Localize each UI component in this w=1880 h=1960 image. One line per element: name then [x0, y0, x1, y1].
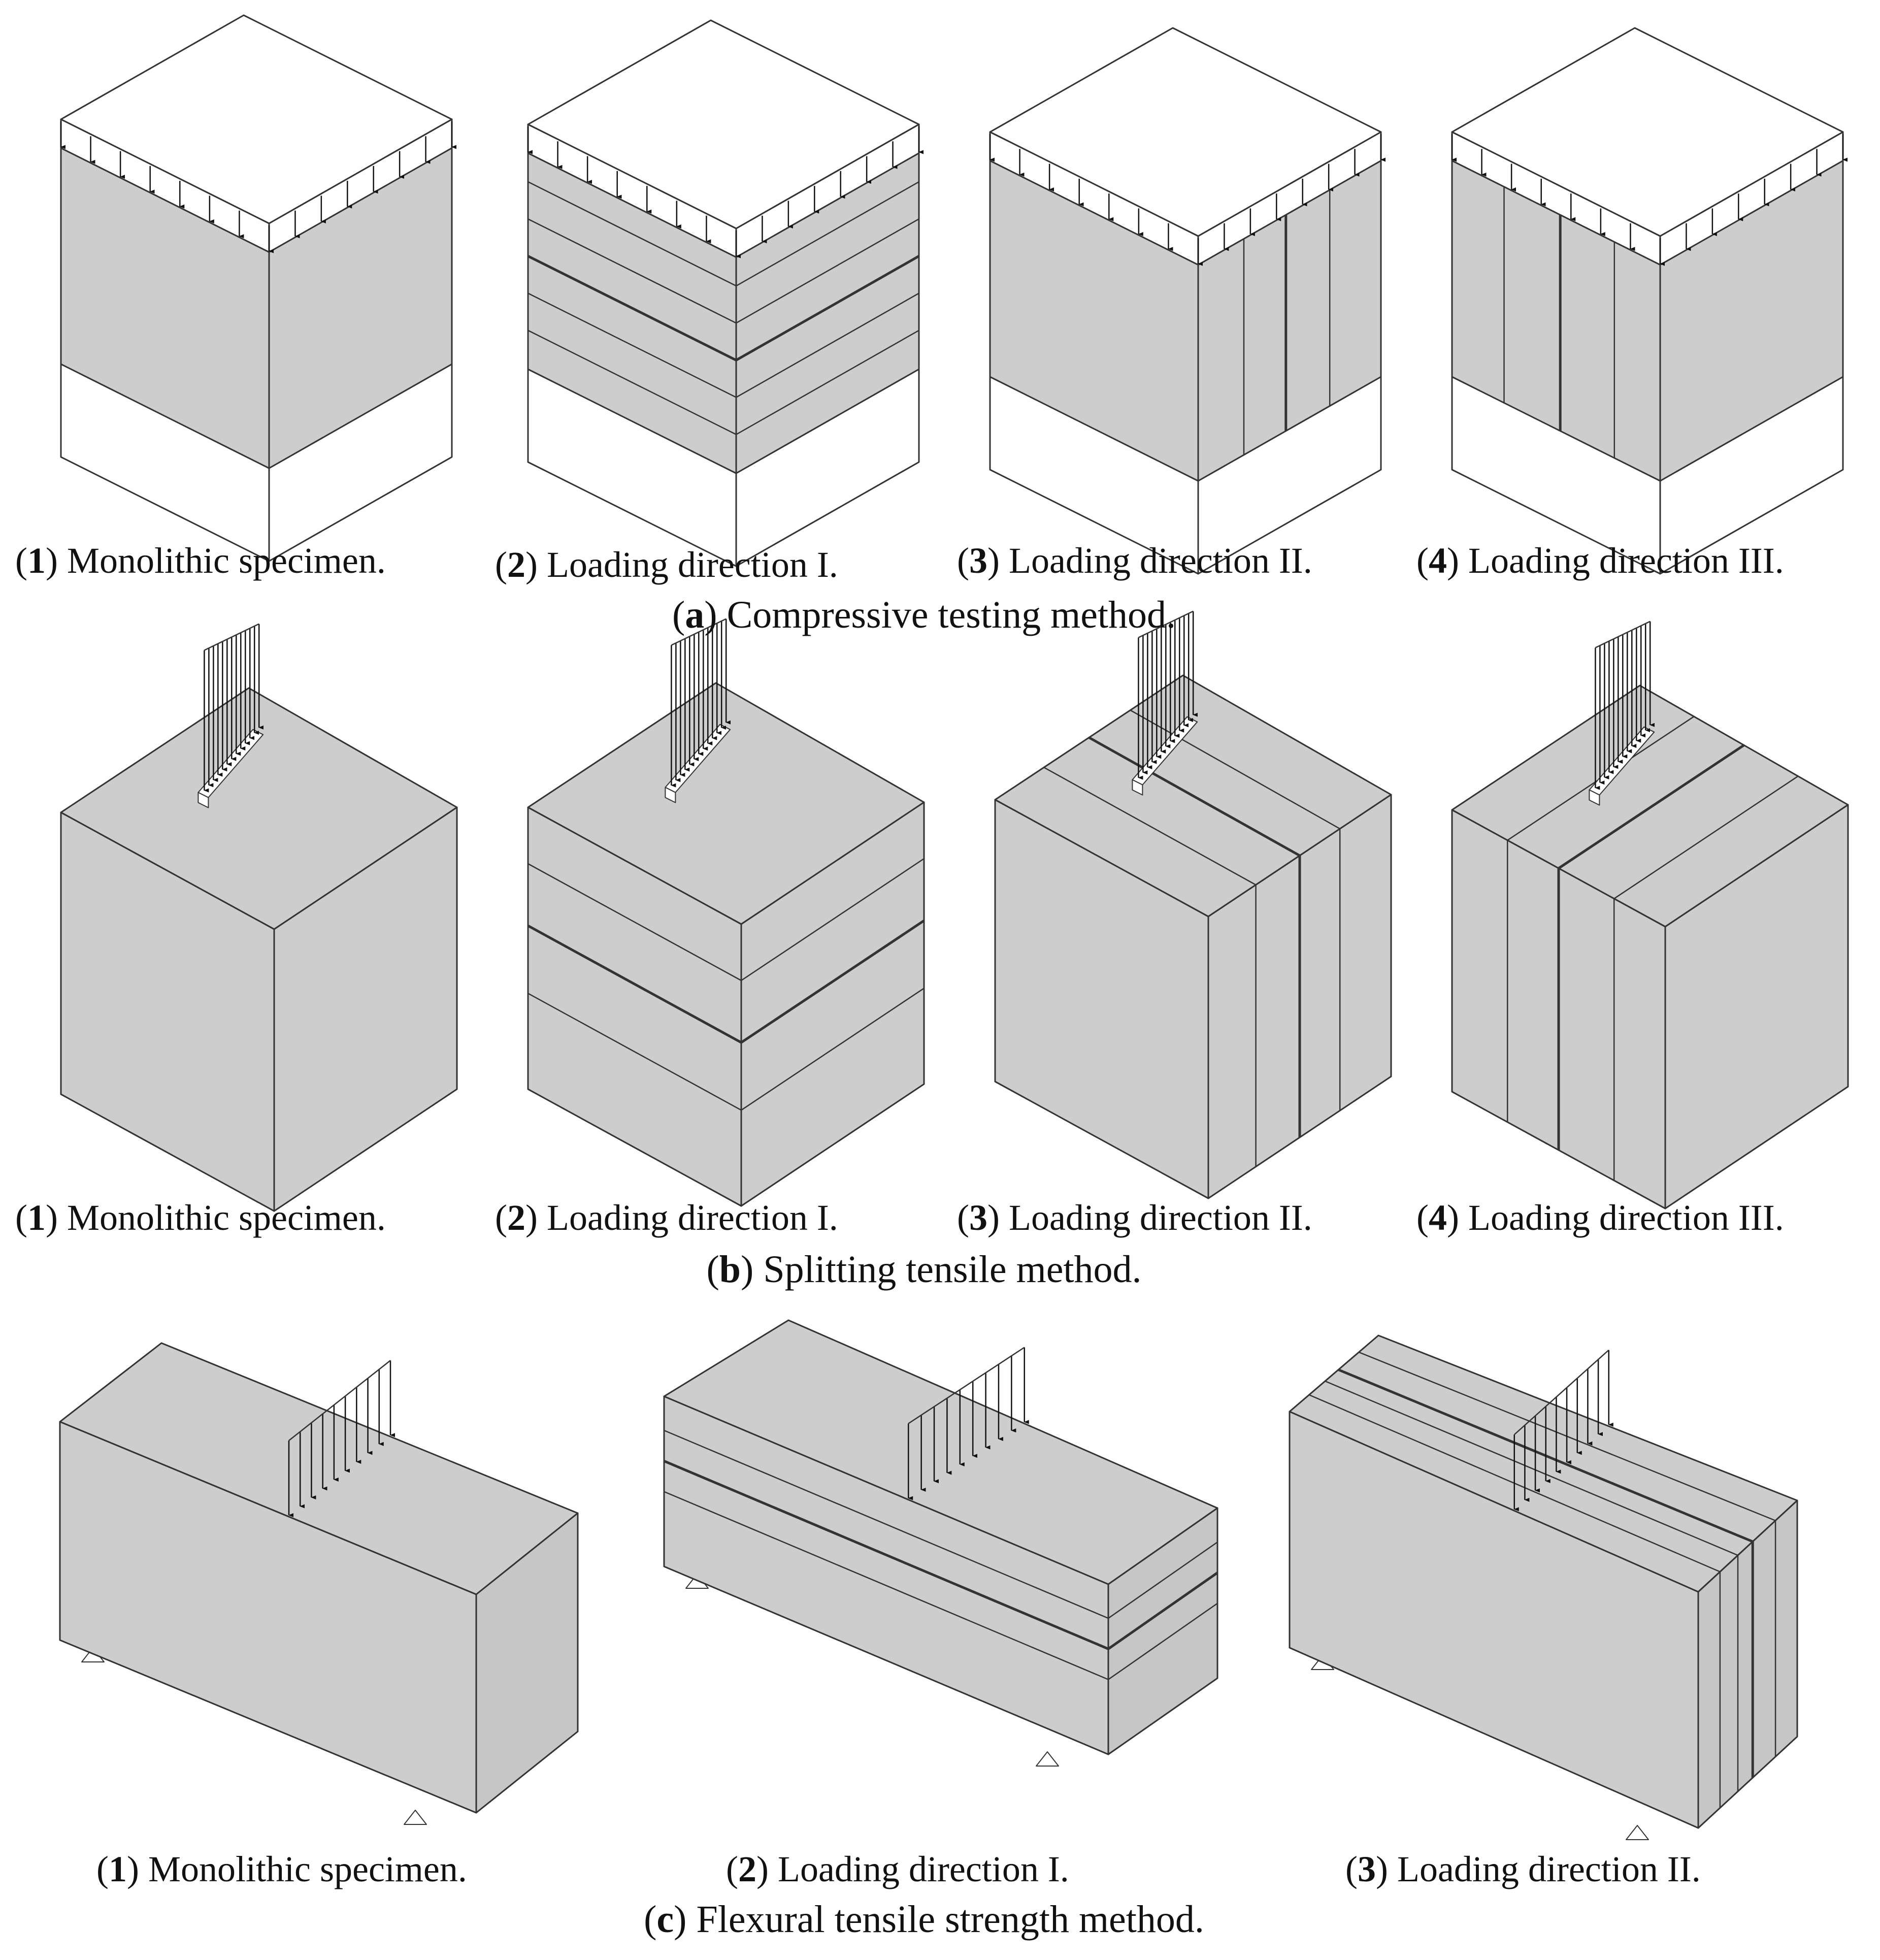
layer-line	[527, 181, 737, 287]
layer-line	[1325, 1380, 1738, 1556]
specimen-b-1	[60, 623, 458, 1212]
beam-end-face	[475, 1512, 579, 1814]
specimen-c-3	[1289, 1334, 1798, 1840]
specimen-a-1	[60, 14, 456, 562]
section-title-c: (c) Flexural tensile strength method.	[644, 1898, 1204, 1941]
layer-line	[741, 858, 925, 982]
beam-end-face	[1697, 1499, 1798, 1829]
caption-a-3: (3) Loading direction II.	[957, 540, 1312, 581]
specimen-a-2	[527, 19, 923, 567]
caption-b-1: (1) Monolithic specimen.	[15, 1197, 386, 1238]
layer-line	[664, 1459, 1109, 1650]
caption-a-2: (2) Loading direction I.	[495, 544, 838, 585]
layer-line	[527, 863, 742, 982]
section-title-b: (b) Splitting tensile method.	[706, 1248, 1141, 1291]
specimen-c-2	[663, 1319, 1218, 1767]
layer-line	[664, 1491, 1109, 1680]
layer-line	[527, 292, 737, 398]
beam-support	[404, 1810, 427, 1825]
specimen-c-1	[59, 1342, 579, 1825]
specimen-b-2	[527, 618, 925, 1207]
loading-strip-end	[1132, 779, 1143, 796]
load-line	[1513, 1349, 1609, 1435]
caption-c-1: (1) Monolithic specimen.	[96, 1849, 467, 1889]
caption-c-3: (3) Loading direction II.	[1345, 1849, 1701, 1889]
load-line	[671, 618, 727, 646]
caption-b-3: (3) Loading direction II.	[957, 1197, 1312, 1238]
layer-line	[736, 330, 919, 435]
right-face	[1664, 804, 1849, 1210]
specimen-b-3	[994, 610, 1392, 1199]
layer-line	[736, 181, 919, 287]
specimen-a-3	[989, 27, 1386, 575]
right-face	[273, 806, 458, 1212]
caption-c-2: (2) Loading direction I.	[726, 1849, 1069, 1889]
beam-end-face	[1107, 1507, 1218, 1755]
loading-strip-end	[1589, 789, 1600, 806]
layer-line	[527, 255, 737, 362]
loading-strip-end	[665, 787, 676, 803]
caption-a-4: (4) Loading direction III.	[1416, 540, 1784, 581]
specimen-a-4	[1451, 27, 1848, 575]
layer-line	[1043, 767, 1257, 886]
right-face	[740, 801, 925, 1207]
load-line	[1138, 610, 1194, 638]
caption-b-2: (2) Loading direction I.	[495, 1197, 838, 1238]
layer-line	[1558, 744, 1745, 870]
load-line	[1595, 620, 1651, 648]
load-line	[908, 1347, 1025, 1424]
caption-a-1: (1) Monolithic specimen.	[15, 540, 386, 581]
section-title-a: (a) Compressive testing method.	[672, 594, 1176, 636]
beam-support	[1036, 1751, 1059, 1767]
layer-line	[740, 920, 925, 1044]
layer-line	[1107, 1572, 1218, 1650]
layer-line	[527, 218, 737, 324]
beam-support	[1626, 1825, 1649, 1840]
layer-line	[1108, 1603, 1218, 1680]
loading-strip-end	[197, 792, 209, 808]
layer-line	[736, 292, 919, 398]
layer-line	[735, 255, 920, 362]
specimen-b-4	[1451, 620, 1849, 1210]
layer-line	[1088, 736, 1301, 857]
layer-line	[527, 330, 737, 435]
layer-line	[741, 988, 925, 1111]
load-line	[204, 623, 259, 651]
caption-b-4: (4) Loading direction III.	[1416, 1197, 1784, 1238]
layer-line	[664, 1429, 1109, 1619]
layer-line	[736, 218, 919, 324]
layer-line	[1613, 775, 1799, 899]
layer-line	[527, 924, 742, 1044]
layer-line	[1108, 1541, 1218, 1619]
load-line	[288, 1360, 391, 1441]
diagram-drawings	[59, 14, 1849, 1840]
layer-line	[527, 993, 742, 1111]
